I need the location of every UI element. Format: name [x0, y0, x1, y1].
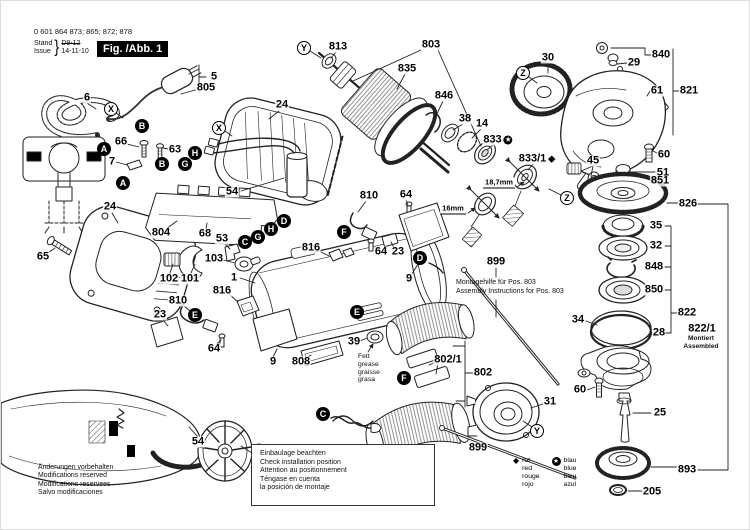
coupler-35 [601, 214, 645, 239]
red-diamond-symbol: ◆ [513, 456, 520, 465]
modifications-note: Änderungen vorbehalten Modifications res… [38, 464, 114, 497]
gear-826 [577, 171, 669, 215]
clip-7 [126, 159, 143, 171]
legend-red-labels: rot red rouge rojo [522, 457, 540, 488]
revision-old: D8-12 [61, 40, 81, 47]
motor-housing-1 [248, 227, 447, 349]
ring-205 [609, 484, 627, 496]
legend-blue: ★ blau blue bleu azul [551, 457, 577, 489]
wiring-schematic [22, 136, 106, 234]
assembly-instructions-note: Montagehilfe für Pos. 803 Assembly Instr… [456, 279, 564, 296]
figure-label: Fig. /Abb. 1 [97, 41, 169, 57]
spindle-25 [616, 392, 632, 443]
legend-blue-labels: blau blue bleu azul [563, 457, 577, 488]
installation-note-box: Einbaulage beachten Check installation p… [251, 444, 435, 506]
gear-30 [509, 61, 573, 117]
brush-group-left [150, 295, 344, 367]
bearing-plate-31 [466, 382, 540, 442]
brush-group-right [328, 201, 450, 274]
flange-893 [595, 446, 651, 480]
assembled-note: Montiert Assembled [683, 335, 719, 350]
gear-housing-821 [560, 70, 667, 192]
armature-assembly [317, 51, 451, 174]
flange-822 [577, 345, 652, 390]
capacitor-54 [203, 137, 308, 198]
bearing-39 [366, 330, 384, 353]
bearing-833-1-group [461, 156, 540, 248]
document-number: 0 601 864 873; 865; 872; 878 [34, 27, 133, 36]
field-coil-upper [385, 302, 475, 356]
grease-note: Fett grease graisse grasa [358, 353, 380, 384]
screw-60-bottom [594, 377, 604, 398]
assembled-tool-cutaway [1, 389, 382, 486]
screw-65 [46, 236, 73, 256]
leader-lines [47, 47, 729, 492]
screw-66 [139, 140, 149, 158]
housing-half-right [214, 97, 344, 206]
installation-note: Einbaulage beachten Check installation p… [260, 450, 347, 492]
revision-date: 14-11-10 [61, 48, 89, 55]
screw-60-top [644, 143, 654, 163]
issue-brace: } [54, 37, 60, 58]
assembly-rods-899 [439, 267, 577, 480]
legend-red: ◆ rot red rouge rojo [513, 457, 540, 489]
knob-103 [234, 256, 261, 272]
screw-63 [156, 143, 164, 159]
color-legend: ◆ rot red rouge rojo ★ blau blue bleu az… [513, 457, 576, 489]
knob-102 [163, 252, 181, 267]
washer-32 [598, 235, 648, 261]
shaft-end-parts [425, 112, 496, 165]
power-cord-drawing [41, 65, 202, 149]
blue-star-symbol: ★ [551, 457, 561, 466]
bearing-850 [598, 276, 648, 304]
insulation-sheets-802-1 [406, 348, 451, 388]
ring-34 [589, 310, 653, 351]
